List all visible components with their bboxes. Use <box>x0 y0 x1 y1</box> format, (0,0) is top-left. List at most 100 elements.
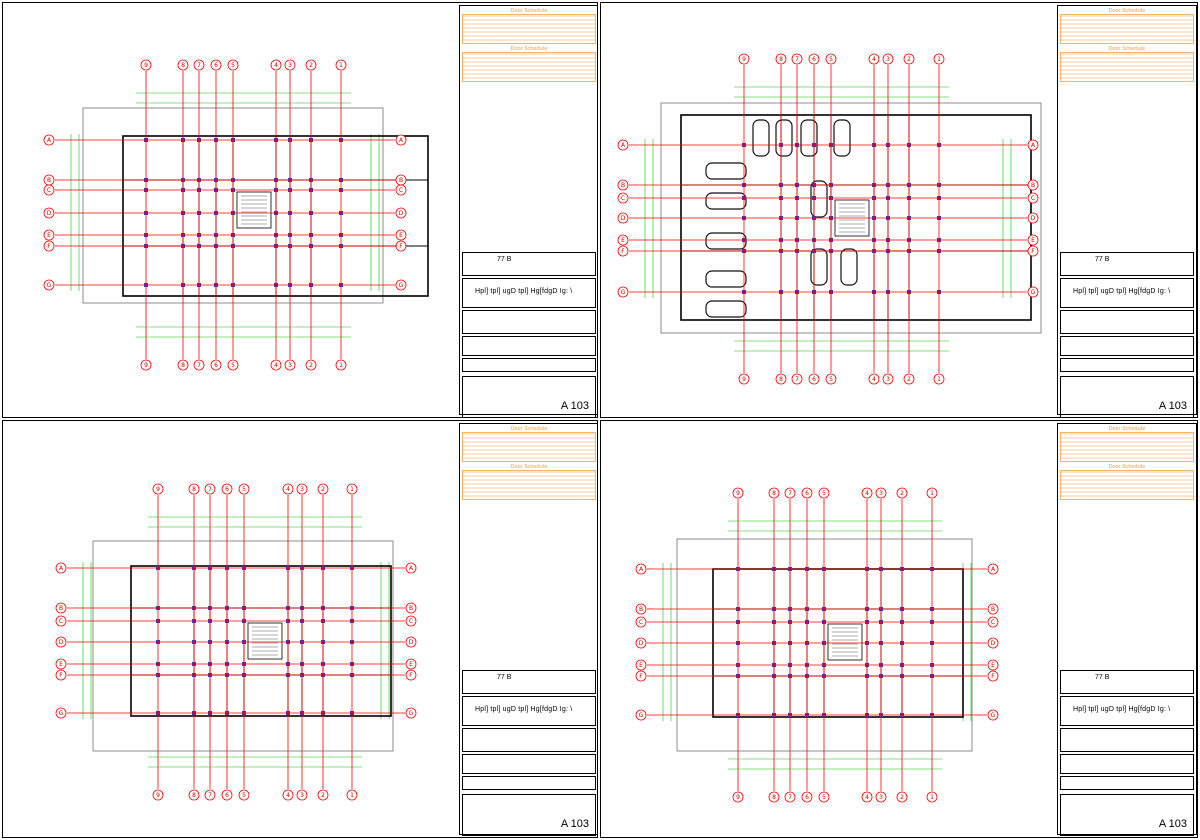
grid-bubble: 8 <box>775 53 787 65</box>
codes-line: Hpl] tpl] ugD tpl] Hg[fdgD Ig: \ <box>1073 288 1171 295</box>
site-outline <box>676 538 973 752</box>
grid-bubble-label: 8 <box>772 490 776 497</box>
grid-bubble-label: 6 <box>812 376 816 383</box>
stair-core <box>247 622 283 660</box>
car-icon <box>840 248 858 286</box>
grid-bubble-label: B <box>991 606 995 613</box>
grid-bubble-circle <box>395 240 407 252</box>
codes-line: Hpl] tpl] ugD tpl] Hg[fdgD Ig: \ <box>1073 706 1171 713</box>
grid-bubble-circle <box>801 487 813 499</box>
grid-bubble-circle <box>635 563 647 575</box>
grid-bubble-circle <box>903 373 915 385</box>
grid-bubble-circle <box>270 59 282 71</box>
grid-bubble-label: 1 <box>937 56 941 63</box>
project-code: 77 B <box>497 256 512 263</box>
grid-bubble: D <box>405 636 417 648</box>
grid-bubble-circle <box>210 59 222 71</box>
car-icon <box>775 119 793 157</box>
grid-bubble: F <box>1027 245 1039 257</box>
grid-bubble-circle <box>768 791 780 803</box>
grid-bubble-label: 2 <box>900 794 904 801</box>
grid-bubble-label: 5 <box>829 376 833 383</box>
grid-bubble-label: D <box>1031 215 1036 222</box>
grid-bubble-label: 5 <box>242 486 246 493</box>
grid-bubble-circle <box>284 59 296 71</box>
grid-bubble: C <box>405 615 417 627</box>
grid-bubble-circle <box>296 789 308 801</box>
grid-bubble-circle <box>635 659 647 671</box>
sheet-number-box: A 103 <box>462 794 596 836</box>
grid-bubble: 4 <box>282 483 294 495</box>
grid-bubble-label: E <box>409 661 413 668</box>
grid-bubble-circle <box>204 789 216 801</box>
grid-bubble: 7 <box>193 359 205 371</box>
car-icon <box>705 232 747 250</box>
grid-bubble: 4 <box>270 359 282 371</box>
grid-bubble-label: A <box>47 137 52 144</box>
grid-bubble: F <box>395 240 407 252</box>
grid-bubble-circle <box>43 279 55 291</box>
grid-bubble: 4 <box>868 373 880 385</box>
grid-bubble-label: 2 <box>900 490 904 497</box>
grid-bubble: G <box>43 279 55 291</box>
schedule-title: Door Schedule <box>510 8 548 14</box>
grid-bubble: 8 <box>775 373 787 385</box>
grid-bubble-label: 4 <box>274 362 278 369</box>
grid-bubble: 9 <box>738 373 750 385</box>
door-schedule-4b: Door Schedule <box>1060 464 1194 500</box>
door-schedule-3a: Door Schedule <box>462 426 596 462</box>
grid-bubble-circle <box>933 53 945 65</box>
project-code-box: 77 B <box>462 670 596 694</box>
grid-bubble: 2 <box>317 789 329 801</box>
grid-bubble-circle <box>282 789 294 801</box>
grid-bubble-circle <box>395 279 407 291</box>
grid-bubble-label: A <box>59 565 64 572</box>
grid-bubble: 2 <box>903 373 915 385</box>
grid-bubble: 5 <box>227 59 239 71</box>
grid-bubble-label: C <box>399 187 403 194</box>
grid-bubble-circle <box>801 791 813 803</box>
grid-bubble-label: D <box>47 210 52 217</box>
grid-bubble-circle <box>1027 245 1039 257</box>
grid-bubble: 4 <box>861 791 873 803</box>
grid-bubble-label: 9 <box>736 490 740 497</box>
grid-bubble: 9 <box>152 483 164 495</box>
schedule-title: Door Schedule <box>1108 426 1146 432</box>
grid-bubble: G <box>635 709 647 721</box>
door-schedule-4a: Door Schedule <box>1060 426 1194 462</box>
grid-bubble-circle <box>617 212 629 224</box>
grid-bubble-label: 6 <box>805 490 809 497</box>
grid-bubble-circle <box>43 240 55 252</box>
grid-bubble: 9 <box>738 53 750 65</box>
codes-box: Hpl] tpl] ugD tpl] Hg[fdgD Ig: \ <box>1060 696 1194 726</box>
grid-bubble: G <box>395 279 407 291</box>
grid-bubble: 7 <box>791 53 803 65</box>
grid-bubble-label: G <box>639 712 644 719</box>
grid-bubble: 5 <box>818 487 830 499</box>
grid-bubble-label: E <box>991 662 995 669</box>
codes-box: Hpl] tpl] ugD tpl] Hg[fdgD Ig: \ <box>1060 278 1194 308</box>
schedule-rows <box>1060 14 1194 44</box>
grid-bubble: 6 <box>210 359 222 371</box>
grid-bubble-circle <box>55 636 67 648</box>
grid-bubble-circle <box>861 487 873 499</box>
grid-bubble: F <box>55 669 67 681</box>
grid-bubble-label: D <box>991 640 996 647</box>
grid-bubble-label: 7 <box>795 376 799 383</box>
grid-bubble: 4 <box>282 789 294 801</box>
car-icon <box>810 180 828 218</box>
grid-bubble-circle <box>284 359 296 371</box>
grid-bubble-label: 7 <box>197 362 201 369</box>
grid-bubble-label: A <box>639 566 644 573</box>
grid-bubble-circle <box>738 373 750 385</box>
schedule-title: Door Schedule <box>510 426 548 432</box>
grid-bubble: 1 <box>933 53 945 65</box>
grid-bubble-circle <box>791 53 803 65</box>
grid-bubble-label: 3 <box>288 62 292 69</box>
grid-bubble: 4 <box>861 487 873 499</box>
grid-bubble: D <box>43 207 55 219</box>
grid-bubble-circle <box>395 134 407 146</box>
grid-bubble-label: 3 <box>300 792 304 799</box>
